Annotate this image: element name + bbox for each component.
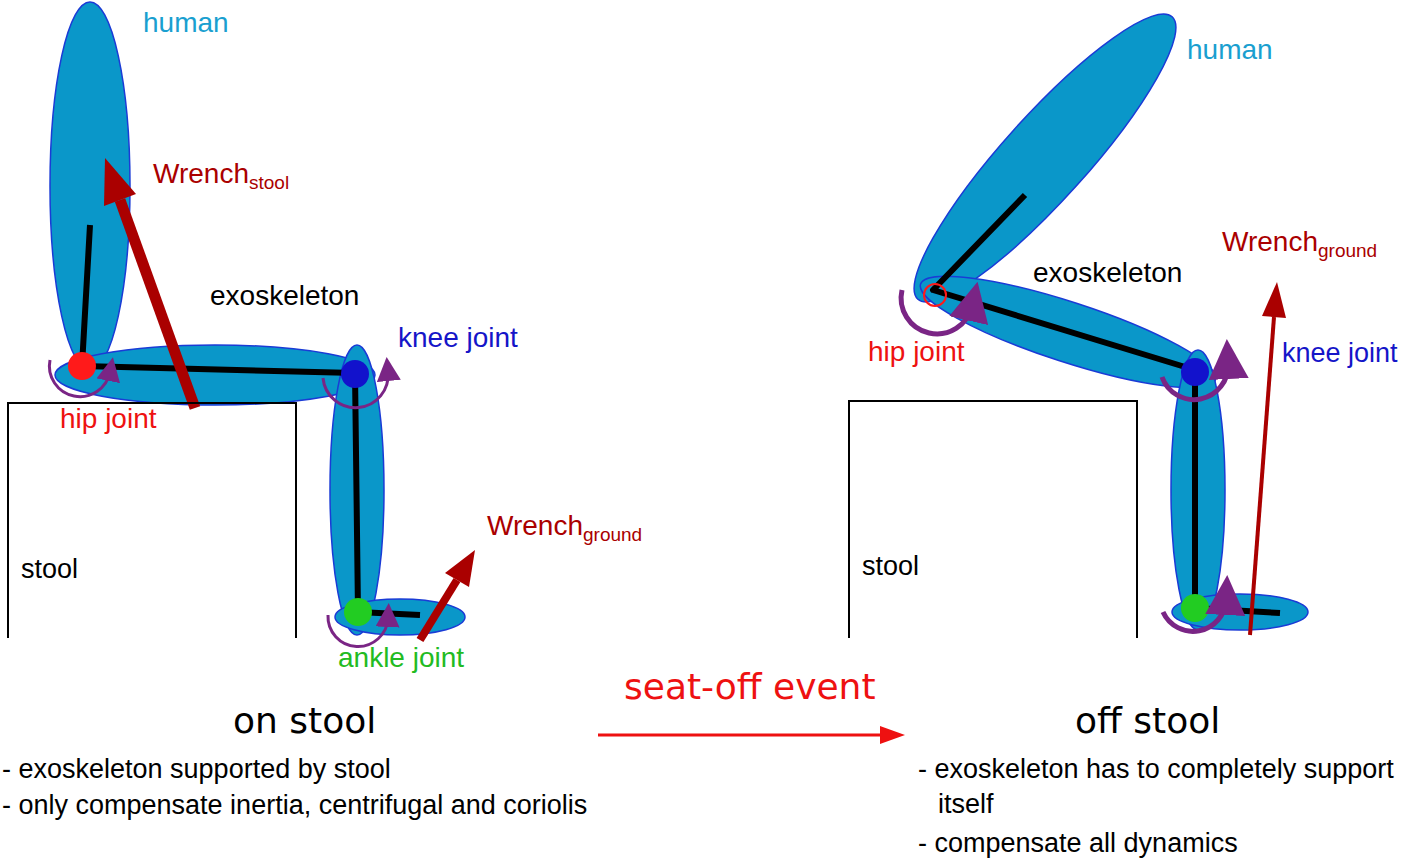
wrench-label: Wrench [1222, 226, 1318, 258]
stool-box: stool [848, 400, 1138, 638]
exoskeleton-links [82, 195, 1280, 615]
joint-label: knee joint [398, 322, 518, 354]
stool-label: stool [862, 551, 919, 582]
joint-label: hip joint [60, 403, 157, 435]
joints [68, 284, 1209, 626]
event-label: seat-off event [624, 666, 876, 707]
wrench-label: Wrench [487, 510, 583, 542]
segment-label: human [1187, 34, 1273, 66]
note-text: - exoskeleton supported by stool [2, 752, 652, 787]
joint-label: ankle joint [338, 642, 464, 674]
wrench-arrows [104, 158, 1286, 640]
phase-title: off stool [1075, 700, 1220, 741]
note-text: - exoskeleton has to completely support … [918, 752, 1408, 822]
joint-label: knee joint [1280, 338, 1400, 369]
note-text: - only compensate inertia, centrifugal a… [2, 788, 652, 823]
stool-label: stool [21, 554, 78, 585]
part-label: exoskeleton [210, 280, 359, 312]
part-label: exoskeleton [1033, 257, 1182, 289]
phase-title: on stool [233, 700, 376, 741]
wrench-subscript: ground [1318, 240, 1377, 262]
wrench-subscript: stool [249, 172, 289, 194]
wrench-subscript: ground [583, 524, 642, 546]
note-text: - compensate all dynamics [918, 826, 1408, 861]
segment-label: human [143, 7, 229, 39]
wrench-label: Wrench [153, 158, 249, 190]
joint-label: hip joint [868, 336, 965, 368]
stool-box: stool [7, 402, 297, 638]
seat-off-arrow [598, 726, 905, 744]
body-segments [50, 0, 1308, 635]
